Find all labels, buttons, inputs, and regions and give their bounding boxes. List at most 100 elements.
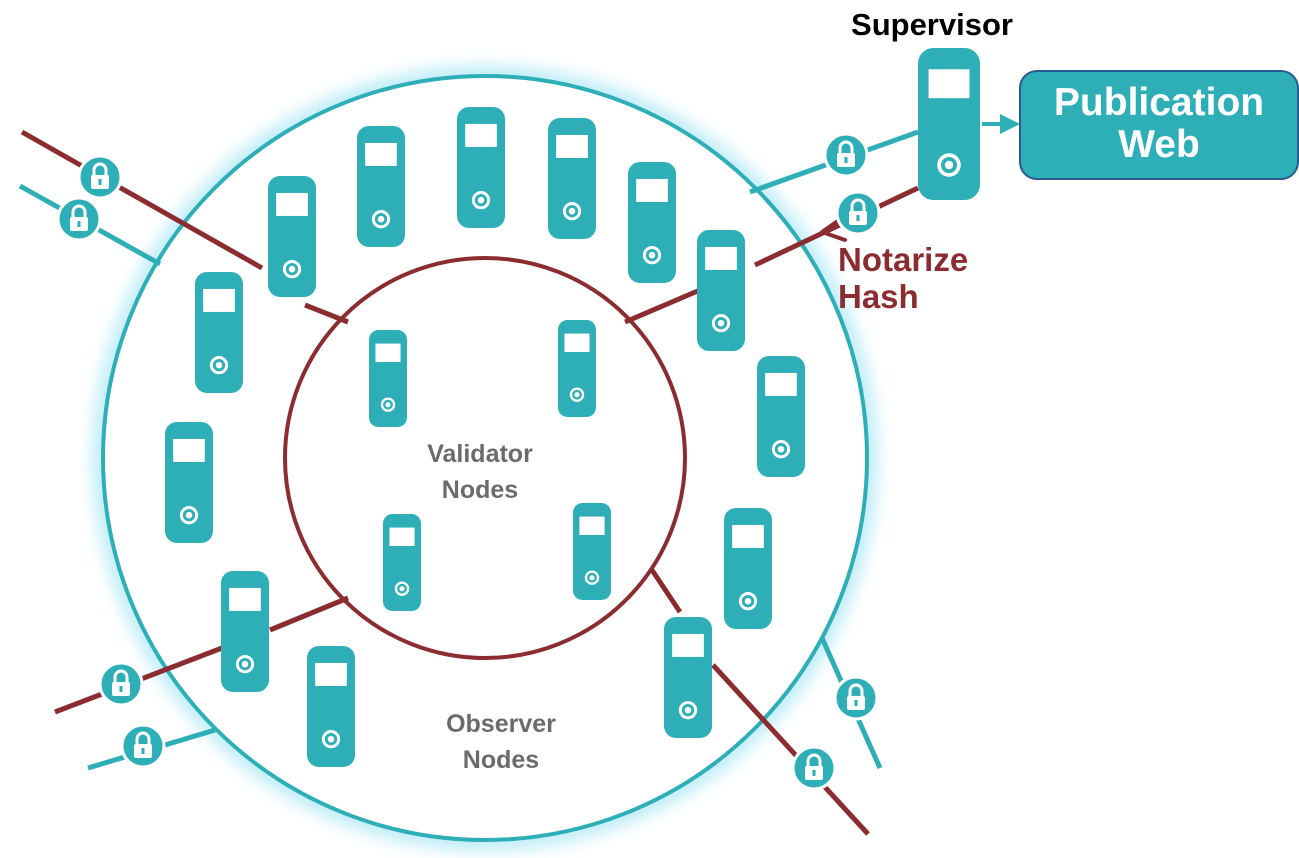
red-connection <box>753 185 920 268</box>
observer-node <box>195 272 243 393</box>
server-power-button <box>471 191 491 210</box>
server-power-button <box>569 387 585 402</box>
power-ring <box>645 248 659 262</box>
red-connection <box>269 595 349 633</box>
notarize-label: Notarize <box>838 241 968 278</box>
server-display <box>705 246 737 270</box>
observer-label: Observer <box>446 710 556 738</box>
server-power-button <box>584 570 600 585</box>
server-power-button <box>738 592 758 611</box>
publication-label: Publication <box>1053 81 1265 124</box>
power-ring <box>774 442 788 456</box>
server-display <box>928 69 970 99</box>
observer-node <box>757 356 805 477</box>
validator-node <box>383 514 421 611</box>
server-power-button <box>209 356 229 375</box>
observer-node <box>664 617 712 738</box>
power-ring <box>238 657 252 671</box>
power-ring <box>212 358 226 372</box>
power-ring <box>397 583 407 594</box>
server-power-button <box>371 210 391 229</box>
power-ring <box>741 594 755 608</box>
validator-node <box>573 503 611 600</box>
red-connection <box>20 129 264 271</box>
lock-icon <box>833 675 879 721</box>
server-display <box>203 288 235 312</box>
lock-icon <box>823 132 869 178</box>
power-ring <box>587 572 597 583</box>
server-power-button <box>771 440 791 459</box>
power-ring <box>383 399 393 410</box>
power-ring <box>474 193 488 207</box>
server-display <box>556 134 588 158</box>
server-display <box>672 633 704 657</box>
power-ring <box>324 732 338 746</box>
server-display <box>564 333 590 353</box>
validator-label: Nodes <box>442 476 518 504</box>
server-power-button <box>562 202 582 221</box>
supervisor-label: Supervisor <box>851 7 1013 42</box>
server-display <box>229 587 261 611</box>
server-display <box>315 662 347 686</box>
server-power-button <box>711 314 731 333</box>
server-display <box>765 372 797 396</box>
observer-node <box>307 646 355 767</box>
power-ring <box>565 204 579 218</box>
observer-node <box>221 571 269 692</box>
validator-node <box>369 330 407 427</box>
server-power-button <box>937 153 961 177</box>
server-power-button <box>321 730 341 749</box>
server-display <box>375 343 401 363</box>
validator-node <box>558 320 596 417</box>
server-power-button <box>282 260 302 279</box>
server-display <box>732 524 764 548</box>
power-ring <box>374 212 388 226</box>
lock-icon <box>77 154 123 200</box>
lock-icon <box>791 745 837 791</box>
validator-label: Validator <box>427 440 533 468</box>
power-ring <box>572 389 582 400</box>
server-display <box>636 178 668 202</box>
server-power-button <box>179 506 199 525</box>
observer-node <box>724 508 772 629</box>
supervisor-node <box>918 48 980 200</box>
lock-icon <box>98 661 144 707</box>
observer-node <box>268 176 316 297</box>
server-display <box>465 123 497 147</box>
server-display <box>389 527 415 547</box>
power-ring <box>285 262 299 276</box>
publication-web-box: Publication Web <box>1019 70 1299 180</box>
server-power-button <box>380 397 396 412</box>
power-ring <box>940 157 958 174</box>
server-power-button <box>394 581 410 596</box>
red-connection <box>649 568 683 614</box>
nodes-layer <box>165 48 980 767</box>
red-connection <box>304 302 349 325</box>
server-power-button <box>642 246 662 265</box>
lock-icon <box>835 190 881 236</box>
power-ring <box>681 703 695 717</box>
notarize-label: Hash <box>838 278 919 315</box>
observer-node <box>165 422 213 543</box>
observer-label: Nodes <box>463 746 539 774</box>
locks-layer <box>56 132 881 791</box>
lock-icon <box>56 196 102 242</box>
server-display <box>173 438 205 462</box>
server-power-button <box>235 655 255 674</box>
server-display <box>365 142 397 166</box>
observer-node <box>357 126 405 247</box>
lock-icon <box>120 723 166 769</box>
observer-node <box>628 162 676 283</box>
red-connection <box>624 287 701 325</box>
server-display <box>579 516 605 536</box>
observer-node <box>457 107 505 228</box>
server-display <box>276 192 308 216</box>
observer-node <box>548 118 596 239</box>
power-ring <box>714 316 728 330</box>
observer-node <box>697 230 745 351</box>
publication-label: Web <box>1118 123 1200 166</box>
server-power-button <box>678 701 698 720</box>
power-ring <box>182 508 196 522</box>
